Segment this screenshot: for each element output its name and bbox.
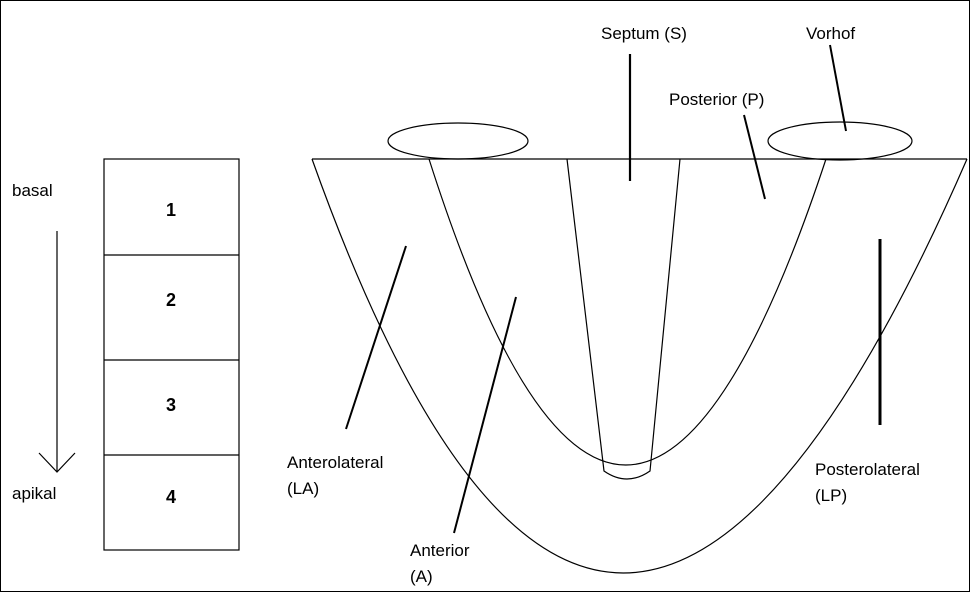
segment-3-number: 3	[166, 395, 176, 415]
ventricle-schematic: Septum (S) Vorhof Posterior (P) Anterola…	[287, 24, 967, 586]
posterior-pointer	[744, 115, 765, 199]
vorhof-ellipse	[768, 122, 912, 160]
label-anterolateral-abbr: (LA)	[287, 479, 319, 498]
label-anterolateral: Anterolateral	[287, 453, 383, 472]
vorhof-pointer	[830, 45, 846, 131]
label-apikal: apikal	[12, 484, 56, 503]
outer-wall-curve	[312, 159, 967, 573]
segment-2-number: 2	[166, 290, 176, 310]
segment-scale: basal apikal 1 2 3 4	[12, 159, 239, 550]
anterolateral-pointer	[346, 246, 406, 429]
label-vorhof: Vorhof	[806, 24, 855, 43]
label-anterior: Anterior	[410, 541, 470, 560]
inner-wall-curve	[429, 159, 826, 465]
label-basal: basal	[12, 181, 53, 200]
segment-4-number: 4	[166, 487, 176, 507]
valve-ellipse-left	[388, 123, 528, 159]
label-septum: Septum (S)	[601, 24, 687, 43]
septum-wedge	[567, 159, 680, 479]
anterior-pointer	[454, 297, 516, 533]
label-anterior-abbr: (A)	[410, 567, 433, 586]
label-posterolateral-abbr: (LP)	[815, 486, 847, 505]
segment-1-number: 1	[166, 200, 176, 220]
label-posterolateral: Posterolateral	[815, 460, 920, 479]
label-posterior: Posterior (P)	[669, 90, 764, 109]
